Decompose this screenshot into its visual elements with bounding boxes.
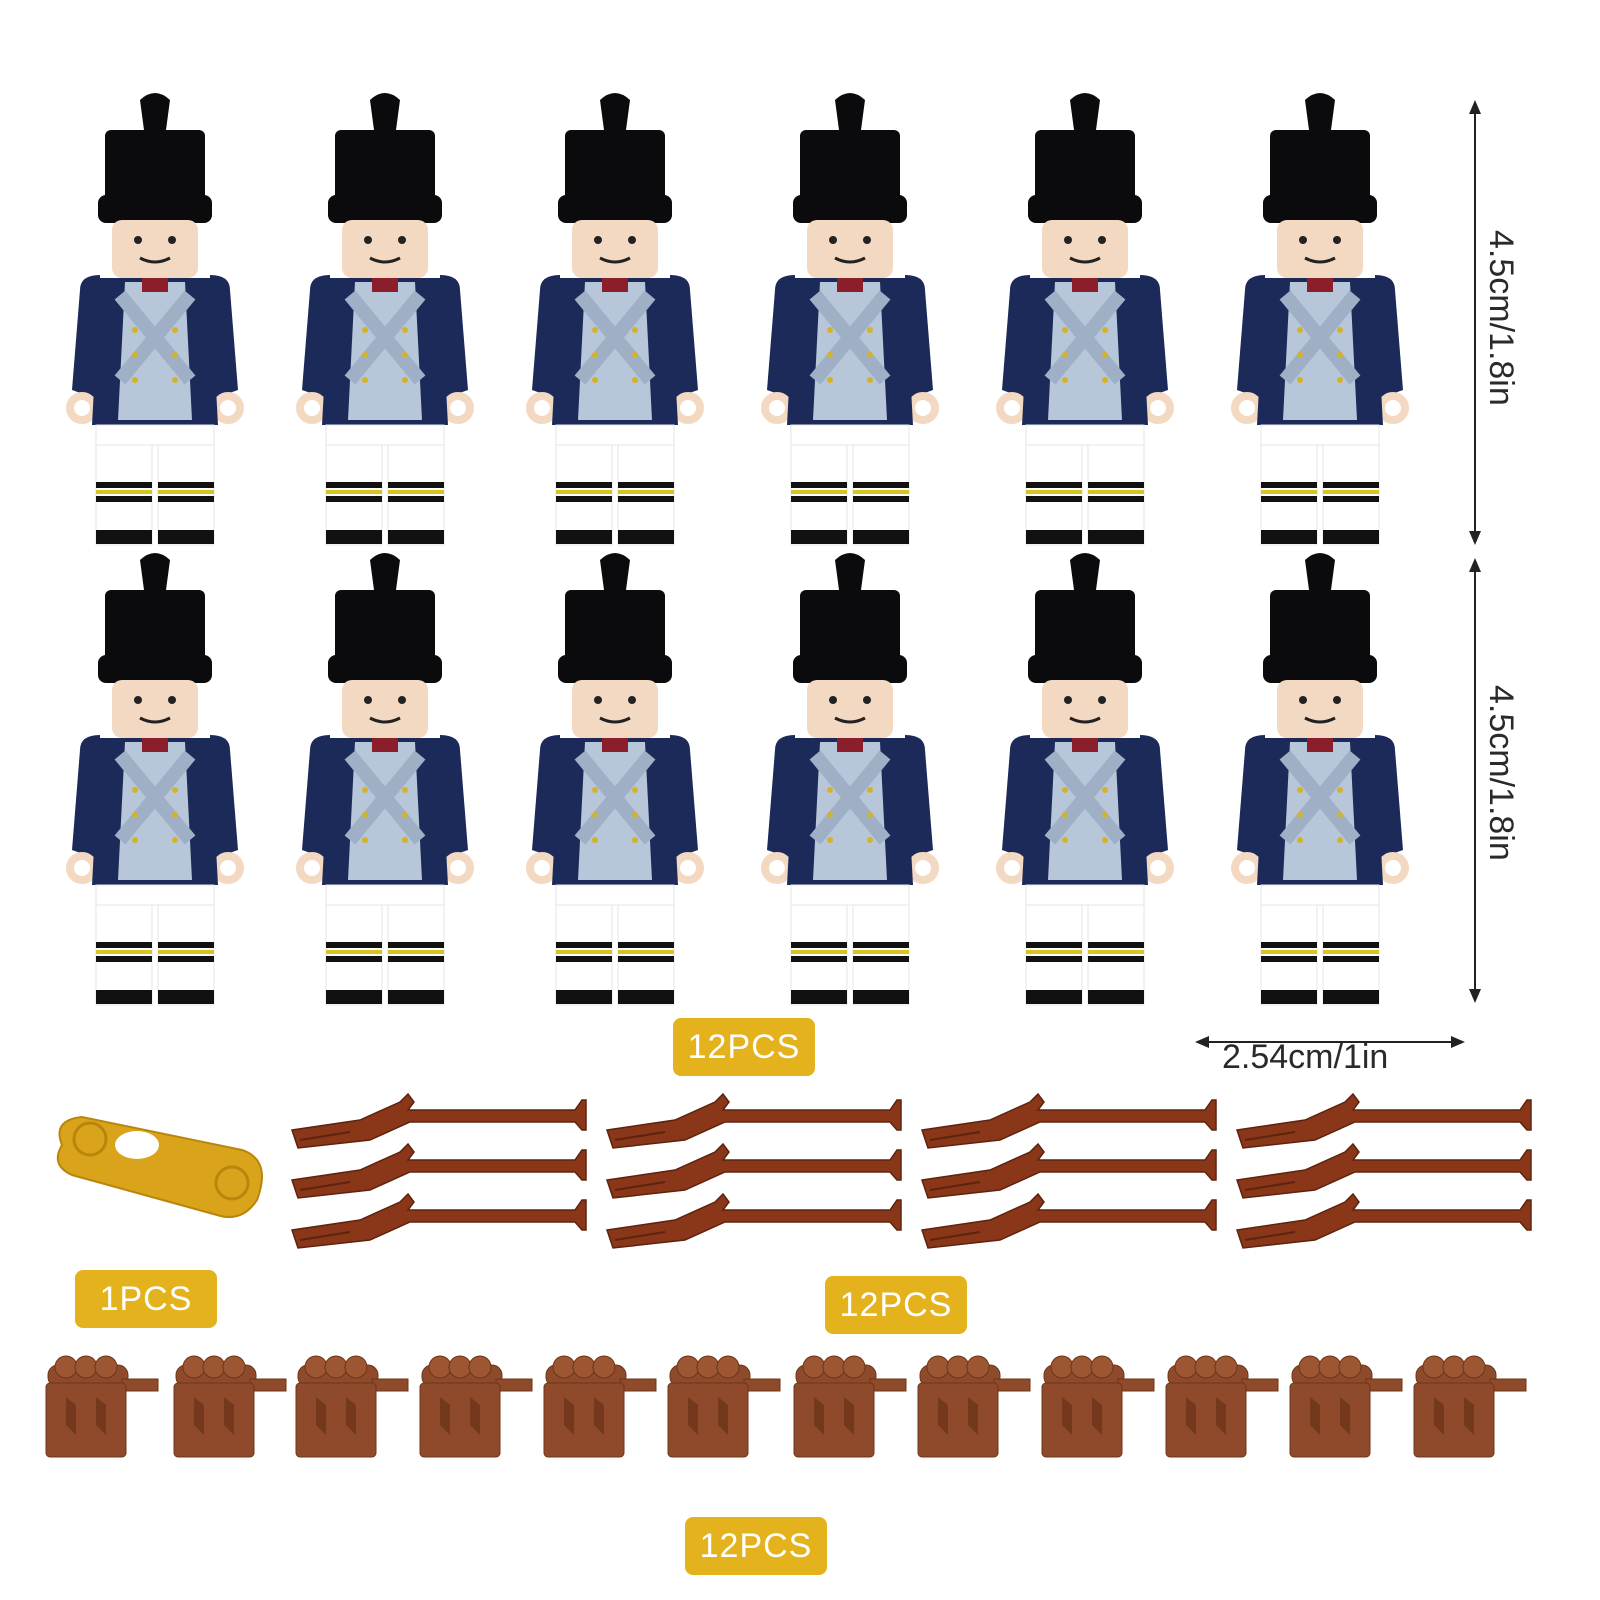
- rifle: [290, 1190, 590, 1250]
- width-arrow: [1195, 1036, 1465, 1048]
- minifigure: [755, 550, 945, 1010]
- plate-count-badge: 1PCS: [75, 1270, 217, 1328]
- rifles-count-badge: 12PCS: [825, 1276, 967, 1334]
- ammo-pouch: [416, 1345, 534, 1460]
- ammo-pouch: [914, 1345, 1032, 1460]
- height-arrow-top: [1469, 100, 1481, 545]
- minifigure: [520, 90, 710, 550]
- minifigure: [520, 550, 710, 1010]
- minifigure: [990, 90, 1180, 550]
- ammo-pouch: [790, 1345, 908, 1460]
- minifigure: [290, 550, 480, 1010]
- rifle: [605, 1140, 905, 1200]
- height-label-top: 4.5cm/1.8in: [1482, 230, 1520, 406]
- ammo-pouch: [540, 1345, 658, 1460]
- minifigure: [60, 90, 250, 550]
- ammo-pouch: [42, 1345, 160, 1460]
- height-arrow-bottom: [1469, 558, 1481, 1003]
- minifigure: [60, 550, 250, 1010]
- ammo-pouch: [1286, 1345, 1404, 1460]
- minifigure: [990, 550, 1180, 1010]
- rifle: [1235, 1190, 1535, 1250]
- gold-plate: [56, 1115, 263, 1219]
- rifle: [290, 1090, 590, 1150]
- rifle: [605, 1090, 905, 1150]
- minifigure: [290, 90, 480, 550]
- figures-count-badge: 12PCS: [673, 1018, 815, 1076]
- minifigure: [1225, 90, 1415, 550]
- rifle: [920, 1090, 1220, 1150]
- pouches-count-badge: 12PCS: [685, 1517, 827, 1575]
- rifle: [1235, 1090, 1535, 1150]
- height-label-bottom: 4.5cm/1.8in: [1482, 685, 1520, 861]
- ammo-pouch: [170, 1345, 288, 1460]
- minifigure: [755, 90, 945, 550]
- rifle: [1235, 1140, 1535, 1200]
- rifle: [920, 1190, 1220, 1250]
- ammo-pouch: [1410, 1345, 1528, 1460]
- width-label: 2.54cm/1in: [1222, 1038, 1389, 1076]
- rifle: [290, 1140, 590, 1200]
- minifigure: [1225, 550, 1415, 1010]
- ammo-pouch: [1162, 1345, 1280, 1460]
- ammo-pouch: [292, 1345, 410, 1460]
- ammo-pouch: [664, 1345, 782, 1460]
- rifle: [605, 1190, 905, 1250]
- rifle: [920, 1140, 1220, 1200]
- ammo-pouch: [1038, 1345, 1156, 1460]
